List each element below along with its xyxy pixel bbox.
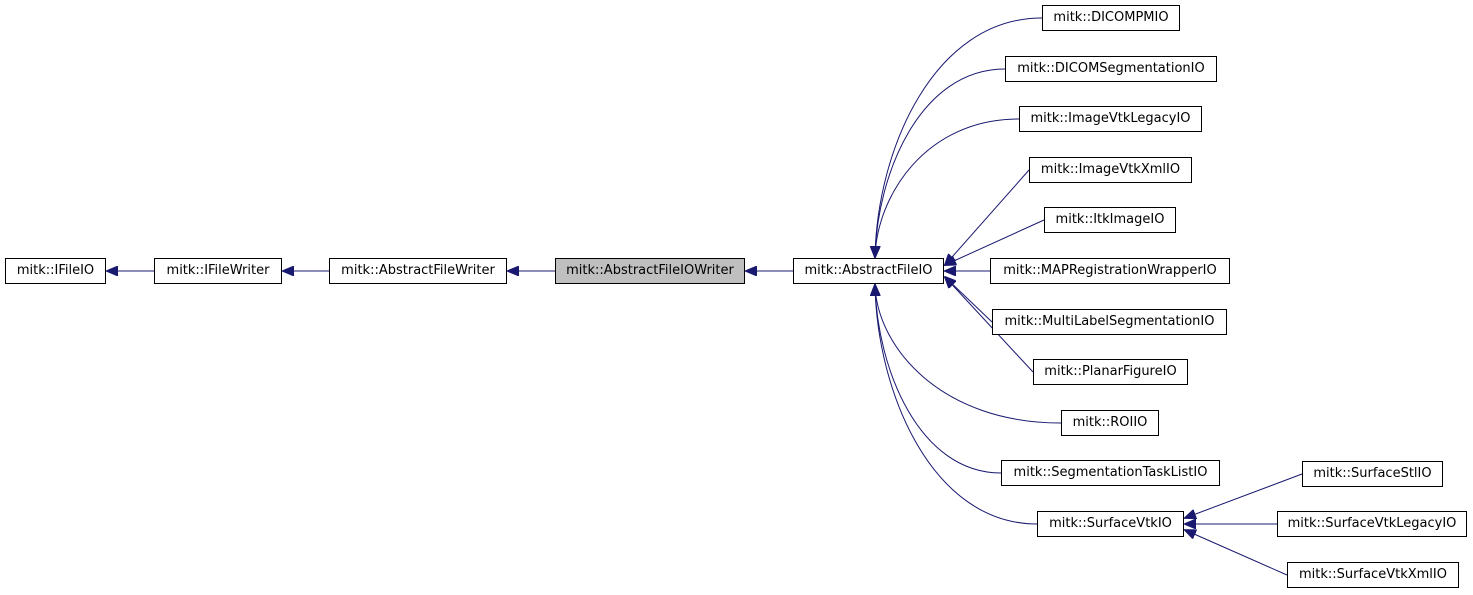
node-roiio[interactable]: mitk::ROIIO bbox=[1061, 410, 1159, 436]
node-planarfigureio[interactable]: mitk::PlanarFigureIO bbox=[1033, 359, 1188, 385]
node-dicomsegmentationio[interactable]: mitk::DICOMSegmentationIO bbox=[1005, 56, 1217, 82]
edge-segmentationtasklistio-to-abstractfileio bbox=[875, 285, 1002, 474]
node-imagevtklegacyio[interactable]: mitk::ImageVtkLegacyIO bbox=[1019, 106, 1202, 132]
node-ifileio[interactable]: mitk::IFileIO bbox=[5, 258, 106, 284]
node-multilabelsegmentationio[interactable]: mitk::MultiLabelSegmentationIO bbox=[992, 309, 1227, 335]
edge-dicompmio-to-abstractfileio bbox=[875, 17, 1043, 257]
edge-itkimageio-to-abstractfileio bbox=[945, 219, 1045, 265]
edge-roiio-to-abstractfileio bbox=[875, 285, 1062, 424]
node-segmentationtasklistio[interactable]: mitk::SegmentationTaskListIO bbox=[1001, 460, 1220, 486]
node-mapregistrationwrapperio[interactable]: mitk::MAPRegistrationWrapperIO bbox=[990, 258, 1230, 284]
edge-surfacevtkxmlio-to-surfacevtkio bbox=[1185, 530, 1288, 576]
node-surfacevtklegacyio[interactable]: mitk::SurfaceVtkLegacyIO bbox=[1277, 511, 1467, 537]
node-itkimageio[interactable]: mitk::ItkImageIO bbox=[1044, 207, 1176, 233]
node-imagevtkxmlio[interactable]: mitk::ImageVtkXmlIO bbox=[1029, 157, 1192, 183]
node-surfacestlio[interactable]: mitk::SurfaceStlIO bbox=[1302, 461, 1443, 487]
edge-surfacevtkio-to-abstractfileio bbox=[875, 285, 1038, 525]
node-abstractfileiowriter: mitk::AbstractFileIOWriter bbox=[555, 258, 745, 284]
edge-planarfigureio-to-abstractfileio bbox=[945, 277, 1034, 373]
node-surfacevtkxmlio[interactable]: mitk::SurfaceVtkXmlIO bbox=[1287, 562, 1459, 588]
edge-dicomsegmentationio-to-abstractfileio bbox=[875, 68, 1006, 257]
node-abstractfilewriter[interactable]: mitk::AbstractFileWriter bbox=[329, 258, 507, 284]
node-surfacevtkio[interactable]: mitk::SurfaceVtkIO bbox=[1037, 511, 1184, 537]
edge-imagevtkxmlio-to-abstractfileio bbox=[945, 169, 1030, 265]
node-ifilewriter[interactable]: mitk::IFileWriter bbox=[154, 258, 282, 284]
edge-multilabelsegmentationio-to-abstractfileio bbox=[945, 277, 993, 323]
edge-surfacestlio-to-surfacevtkio bbox=[1185, 473, 1303, 518]
node-dicompmio[interactable]: mitk::DICOMPMIO bbox=[1042, 5, 1180, 31]
edge-imagevtklegacyio-to-abstractfileio bbox=[875, 118, 1020, 257]
node-abstractfileio[interactable]: mitk::AbstractFileIO bbox=[793, 258, 944, 284]
